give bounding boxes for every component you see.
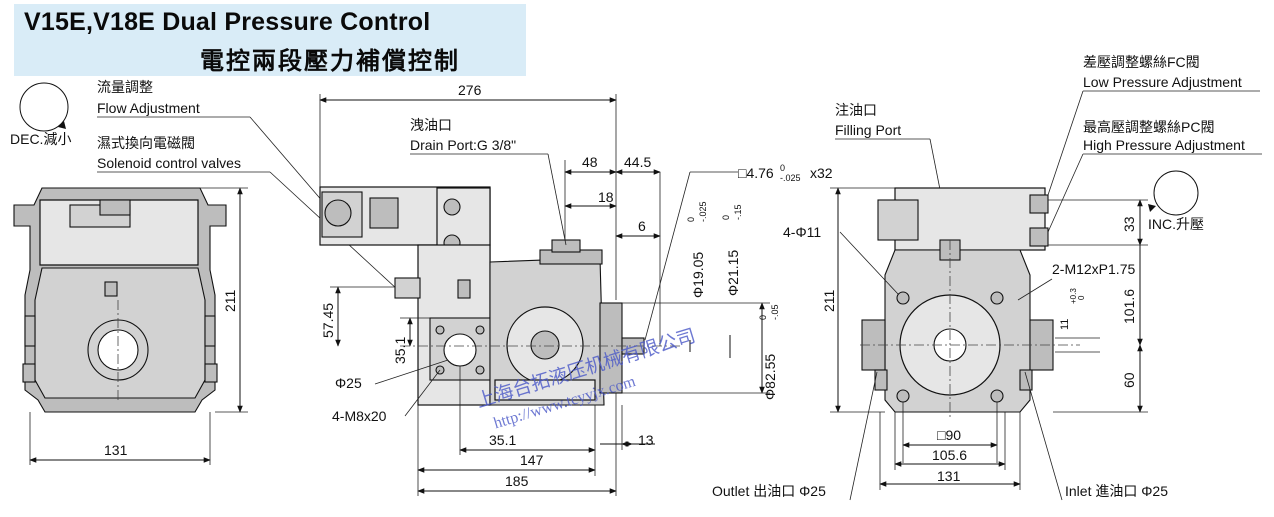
low-pressure-en: Low Pressure Adjustment [1083, 74, 1242, 90]
front-width-dim: 131 [104, 442, 128, 458]
rear-sq90-dim: □90 [937, 427, 961, 443]
drain-zh: 洩油口 [410, 117, 452, 133]
dec-arrow-icon [58, 121, 66, 129]
key-label: □4.76 [738, 165, 774, 181]
title-chinese: 電控兩段壓力補償控制 [200, 47, 460, 75]
side-57-45-dim: 57.45 [320, 303, 336, 338]
side-view: 276 48 44.5 18 6 57.45 35.1 Φ25 4-M8x20 … [319, 82, 833, 496]
rear-11-tol-upper: +0.3 [1069, 288, 1078, 304]
key-tol-lower: -.025 [780, 173, 801, 183]
filling-en: Filling Port [835, 122, 901, 138]
phi21-tol-upper: 0 [721, 215, 731, 220]
filling-zh: 注油口 [835, 102, 877, 118]
flow-adjust-en: Flow Adjustment [97, 100, 200, 116]
rear-33-dim: 33 [1121, 216, 1137, 232]
key-tol-upper: 0 [780, 163, 785, 173]
phi82-tol: -.05 [770, 304, 780, 320]
phi19-tol: -.025 [698, 201, 708, 222]
dec-rotation-icon [19, 82, 69, 132]
inc-arrow-icon [1148, 204, 1156, 212]
inlet-label: Inlet 進油口 Φ25 [1065, 483, 1168, 499]
phi21-tol: -.15 [733, 204, 743, 220]
outlet-label: Outlet 出油口 Φ25 [712, 483, 826, 499]
side-13-dim: 13 [638, 432, 654, 448]
rear-view: 差壓調整螺絲FC閥 Low Pressure Adjustment 最高壓調整螺… [712, 54, 1262, 501]
drain-en: Drain Port:G 3/8" [410, 137, 516, 153]
side-6-dim: 6 [638, 218, 646, 234]
low-pressure-zh: 差壓調整螺絲FC閥 [1083, 54, 1200, 70]
side-44-5-dim: 44.5 [624, 154, 651, 170]
solenoid-en: Solenoid control valves [97, 155, 241, 171]
rear-11-dim: 11 [1059, 319, 1071, 330]
title-banner [14, 4, 526, 76]
title-english: V15E,V18E Dual Pressure Control [24, 8, 431, 36]
rear-11-tol-lower: 0 [1077, 295, 1086, 300]
high-pressure-zh: 最高壓調整螺絲PC閥 [1083, 119, 1214, 135]
high-pressure-en: High Pressure Adjustment [1083, 137, 1245, 153]
rear-131-dim: 131 [937, 468, 961, 484]
inc-label: INC.升壓 [1148, 216, 1204, 232]
side-185-dim: 185 [505, 473, 529, 489]
side-18-dim: 18 [598, 189, 614, 205]
solenoid-zh: 濕式換向電磁閥 [97, 135, 195, 151]
phi19-tol-upper: 0 [686, 217, 696, 222]
side-276-dim: 276 [458, 82, 482, 98]
phi82-dim: Φ82.55 [762, 354, 778, 400]
side-147-dim: 147 [520, 452, 544, 468]
holes-4phi11-label: 4-Φ11 [783, 224, 821, 240]
side-35-1-hdim: 35.1 [489, 432, 516, 448]
phi82-tol-upper: 0 [758, 315, 768, 320]
thread-label: 2-M12xP1.75 [1052, 261, 1135, 277]
front-view: DEC.減小 131 211 [10, 82, 248, 465]
flow-adjust-zh: 流量調整 [97, 79, 153, 95]
rear-60-dim: 60 [1121, 372, 1137, 388]
bolt-holes-label: 4-M8x20 [332, 408, 387, 424]
key-length: x32 [810, 165, 833, 181]
rear-105-6-dim: 105.6 [932, 447, 967, 463]
inc-rotation-icon [1153, 170, 1199, 216]
phi25-label: Φ25 [335, 375, 362, 391]
rear-211-dim: 211 [821, 289, 837, 312]
side-35-1-vdim: 35.1 [392, 337, 408, 364]
front-height-dim: 211 [222, 289, 238, 312]
phi19-dim: Φ19.05 [690, 252, 706, 298]
rear-101-6-dim: 101.6 [1121, 289, 1137, 324]
phi21-dim: Φ21.15 [725, 250, 741, 296]
dec-label: DEC.減小 [10, 131, 71, 147]
side-48-dim: 48 [582, 154, 598, 170]
